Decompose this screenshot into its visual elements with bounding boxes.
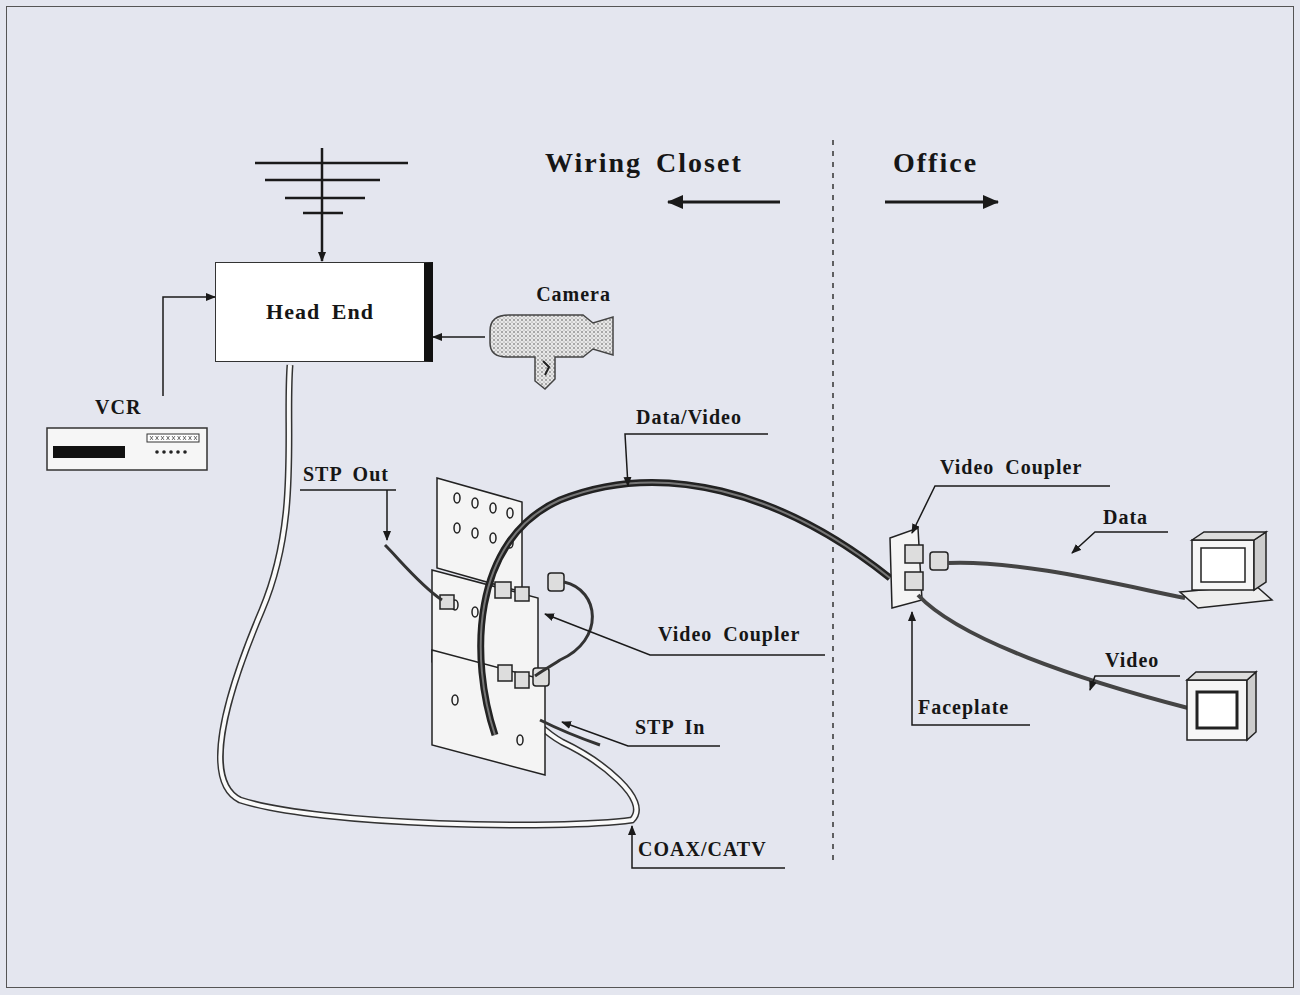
coax-cable xyxy=(220,365,636,825)
section-heading: Wiring Closet xyxy=(545,148,743,179)
node-text: Head End xyxy=(266,300,374,324)
antenna xyxy=(255,148,408,261)
cable-label: STP In xyxy=(635,716,705,738)
direction-arrow xyxy=(885,201,998,204)
signal-connector xyxy=(433,336,485,338)
node-text: Camera xyxy=(485,283,617,305)
camera: Camera xyxy=(485,283,617,393)
part-label: Video Coupler xyxy=(658,623,800,645)
direction-arrow xyxy=(668,201,780,204)
cable-label: STP Out xyxy=(303,463,389,485)
cable-label: Data xyxy=(1103,506,1148,528)
part-label: Faceplate xyxy=(918,696,1009,718)
cable-label: COAX/CATV xyxy=(638,838,767,860)
signal-connector xyxy=(163,297,215,396)
computer xyxy=(1180,532,1272,608)
head-end-box: Head End xyxy=(215,262,433,362)
cable-label: Data/Video xyxy=(636,406,742,428)
video-monitor xyxy=(1187,672,1256,740)
patch-panel xyxy=(432,478,564,775)
node-text: VCR xyxy=(95,396,210,418)
leader-line xyxy=(300,434,1180,868)
section-heading: Office xyxy=(893,148,978,179)
office-cable xyxy=(918,563,1188,708)
data-video-cable xyxy=(481,483,890,735)
divider-line xyxy=(832,140,834,860)
cable-label: Video xyxy=(1105,649,1159,671)
vcr: VCR xyxy=(45,396,210,474)
part-label: Video Coupler xyxy=(940,456,1082,478)
